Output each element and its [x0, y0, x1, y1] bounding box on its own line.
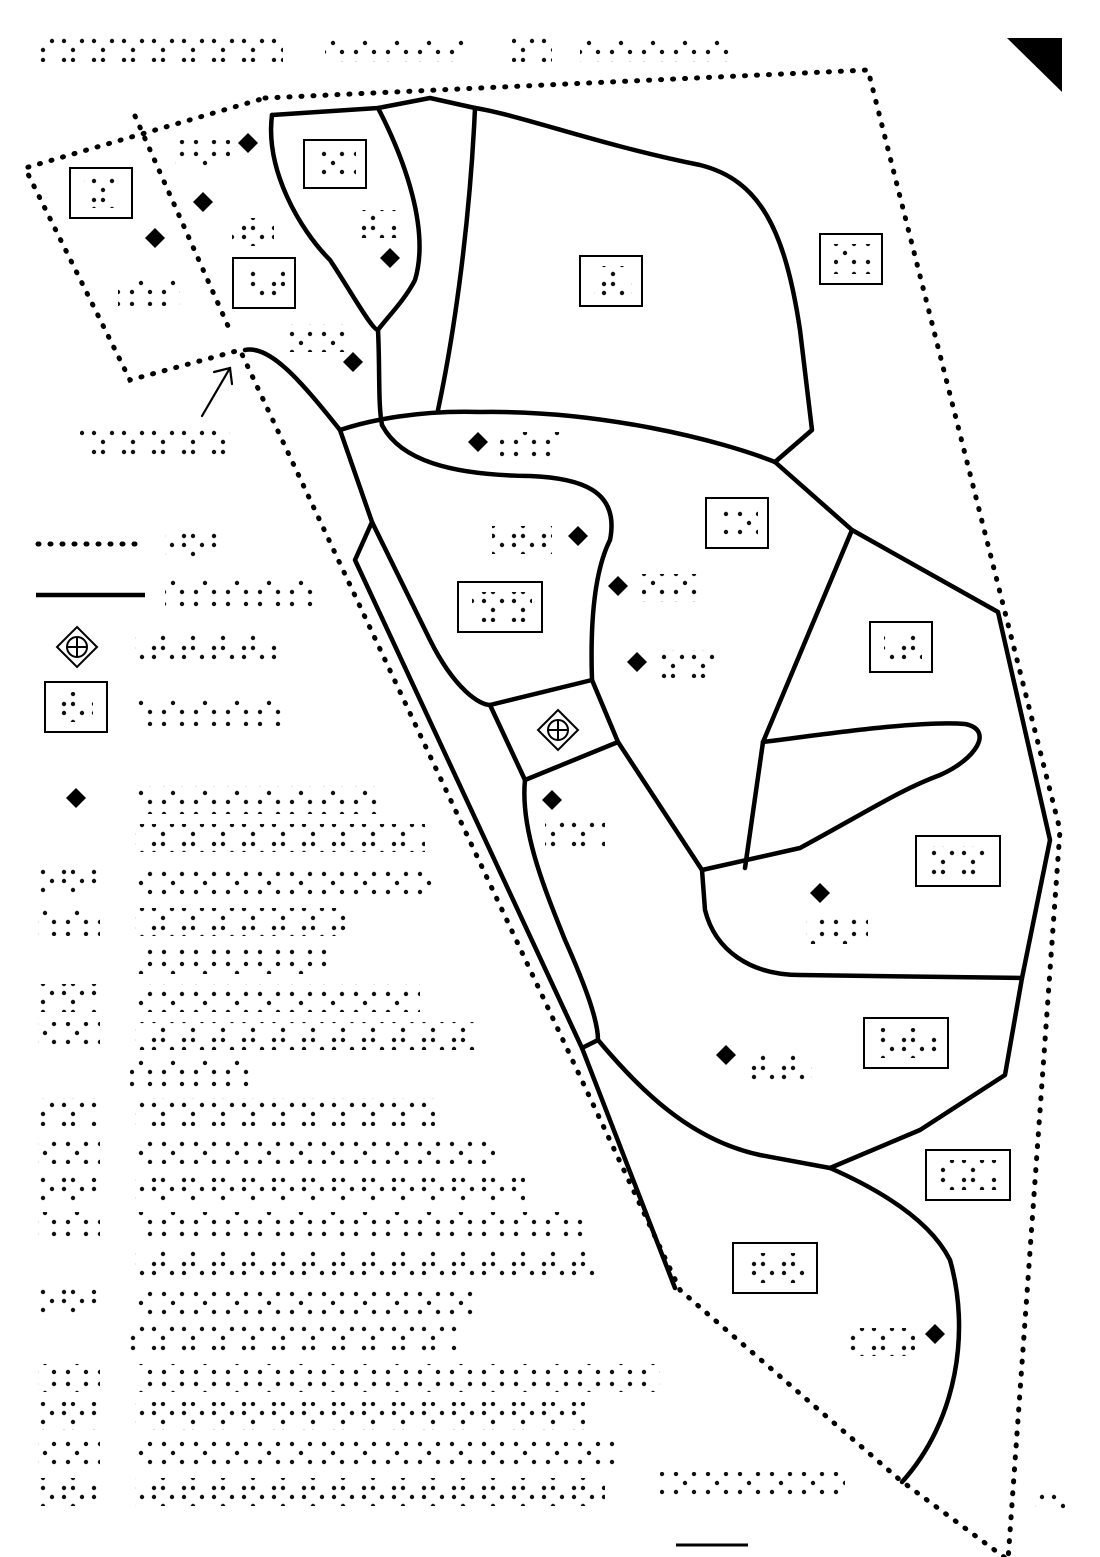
framed-box: [863, 1017, 949, 1069]
diamond-icon: [568, 526, 588, 546]
circled-plus-icon: [536, 708, 580, 752]
diamond-icon: [716, 1045, 736, 1065]
map-braille-labels: [80, 140, 1065, 1512]
legend-circled-plus-icon: [55, 625, 99, 669]
diamond-icon: [193, 192, 213, 212]
arrow-icon: [200, 366, 234, 418]
framed-box: [705, 497, 769, 549]
triangle-icon: [1007, 38, 1062, 92]
diamond-icon: [810, 883, 830, 903]
path-network: [242, 95, 1053, 1485]
framed-box: [732, 1242, 818, 1294]
braille-text-block: [38, 868, 660, 1506]
legend: [35, 530, 425, 852]
framed-box: [869, 621, 933, 673]
framed-box: [232, 257, 296, 309]
framed-box: [69, 167, 133, 219]
framed-box-group: [69, 139, 1011, 1294]
legend-framed-box: [44, 681, 108, 733]
area-boundary: [21, 67, 1063, 1557]
header-braille: [38, 38, 730, 62]
framed-box: [925, 1149, 1011, 1201]
framed-box: [819, 233, 883, 285]
diamond-icon: [380, 248, 400, 268]
box-labels: [84, 150, 1000, 1283]
framed-box: [457, 581, 543, 633]
diamond-icon: [542, 790, 562, 810]
diamond-icon: [145, 228, 165, 248]
diamond-icon: [608, 576, 628, 596]
framed-box: [915, 835, 1001, 887]
framed-box: [303, 139, 367, 189]
framed-box: [579, 255, 643, 307]
inner-boundary: [132, 113, 235, 338]
diamond-icon: [925, 1324, 945, 1344]
diamond-markers: [145, 133, 945, 1344]
diamond-icon: [238, 133, 258, 153]
legend-diamond-icon: [66, 788, 86, 808]
diamond-icon: [627, 652, 647, 672]
diamond-icon: [468, 432, 488, 452]
diamond-icon: [343, 352, 363, 372]
